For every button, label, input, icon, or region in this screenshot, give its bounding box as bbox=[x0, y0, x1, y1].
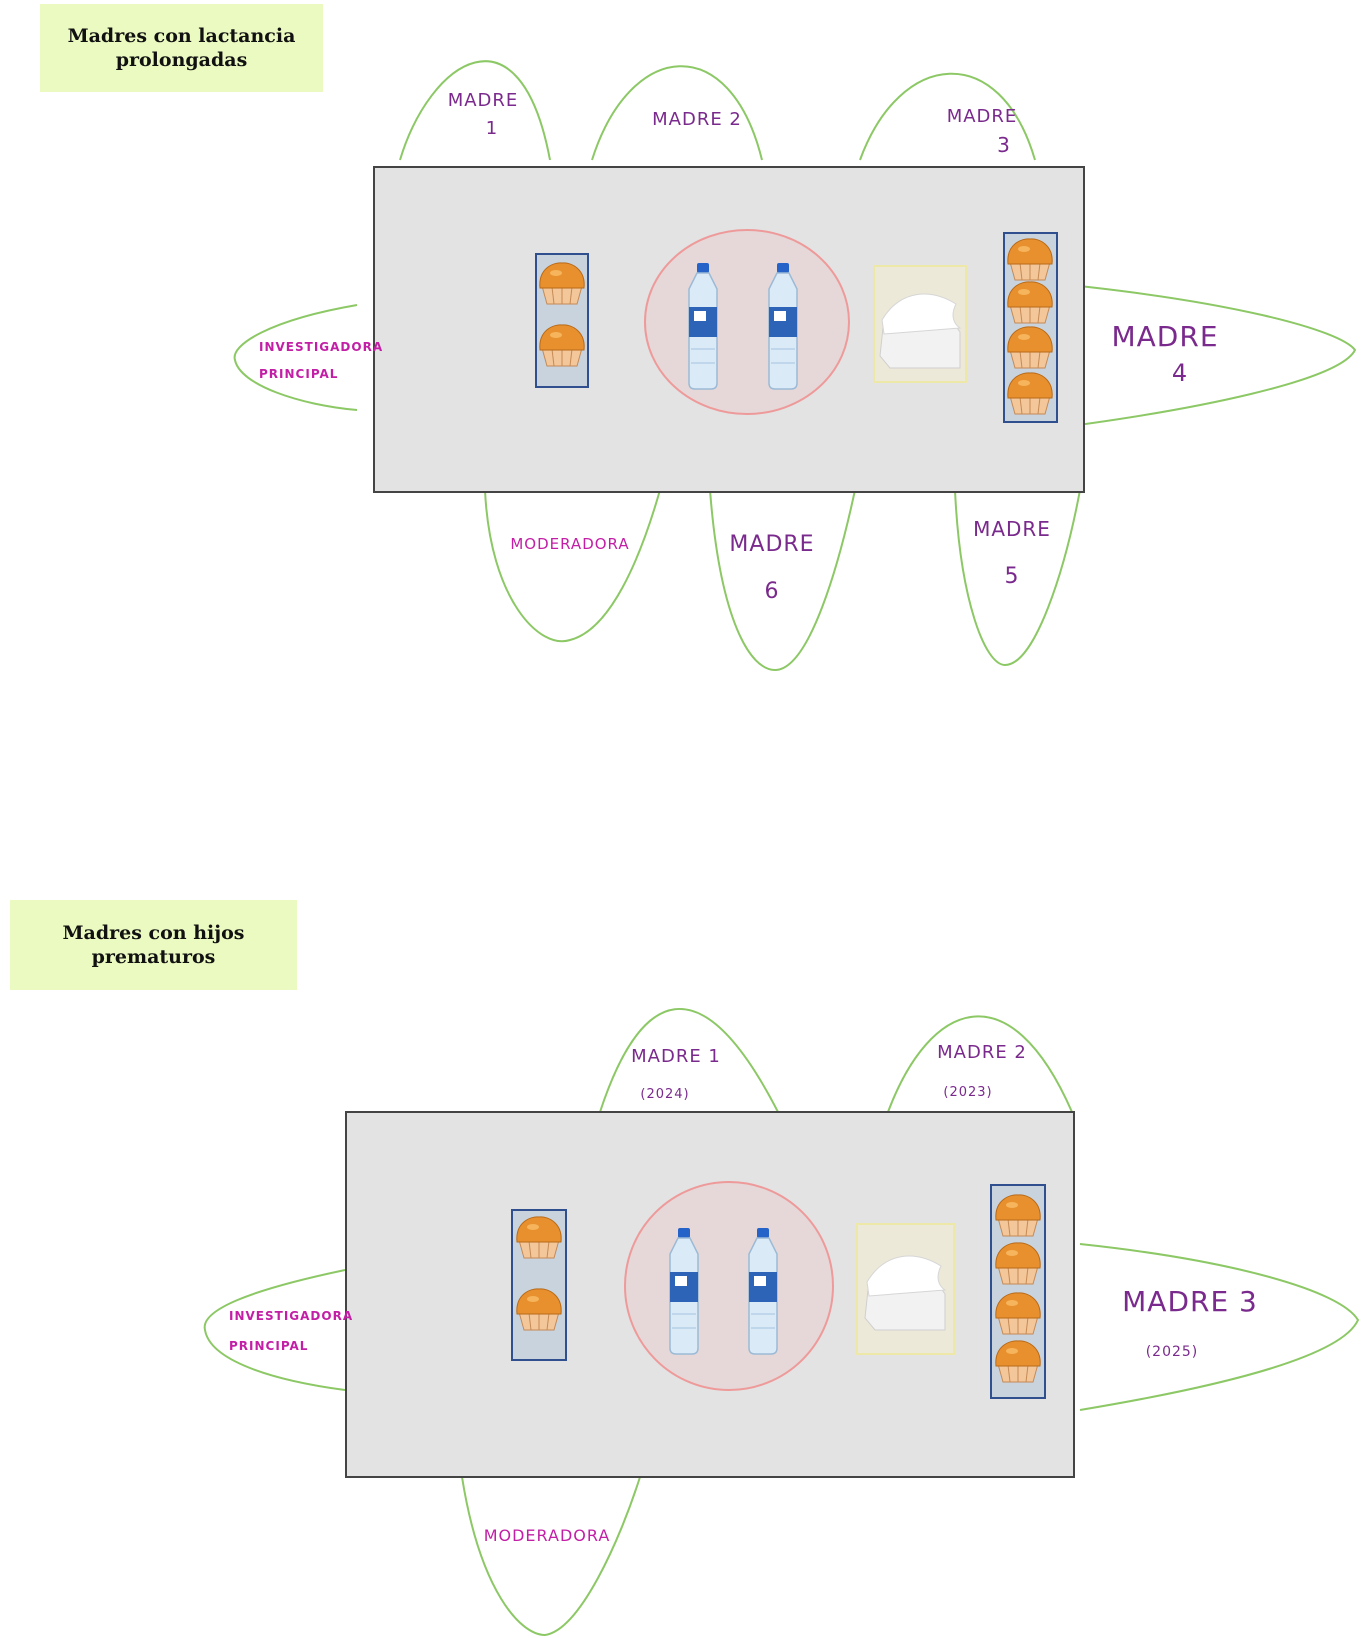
table-2: MADRE 1 (2024) MADRE 2 (2023) MADRE 3 (2… bbox=[203, 1008, 1360, 1637]
seat-label: 4 bbox=[1172, 359, 1188, 387]
seat-madre-6-outline bbox=[709, 489, 856, 672]
seat-madre-3-outline bbox=[859, 72, 1036, 161]
water-bottle-icon bbox=[768, 262, 798, 390]
table-1: MADRE 1 MADRE 2 MADRE 3 MADRE 4 INVESTIG… bbox=[233, 60, 1357, 672]
seat-label: 3 bbox=[997, 133, 1011, 157]
seat-label: MADRE bbox=[947, 106, 1018, 127]
seat-madre-5-outline bbox=[954, 489, 1081, 667]
seat-label: MODERADORA bbox=[510, 535, 629, 553]
table-2-title: Madres con hijos prematuros bbox=[10, 900, 297, 990]
seat-label: (2025) bbox=[1146, 1344, 1199, 1360]
seat-label: 6 bbox=[765, 579, 780, 604]
seat-madre-1-outline bbox=[399, 60, 551, 161]
seat-label: INVESTIGADORA bbox=[229, 1309, 353, 1323]
seat-madre-2-outline bbox=[887, 1015, 1073, 1113]
seat-label: PRINCIPAL bbox=[259, 367, 338, 381]
muffin-icon bbox=[516, 1288, 562, 1331]
table-2-water-area bbox=[624, 1181, 834, 1391]
muffin-icon bbox=[995, 1194, 1041, 1237]
water-bottle-icon bbox=[669, 1227, 699, 1355]
seat-investigadora-outline bbox=[233, 304, 358, 411]
seat-label: (2024) bbox=[640, 1087, 689, 1102]
seat-madre-3-outline bbox=[1079, 1243, 1360, 1411]
seat-label: INVESTIGADORA bbox=[259, 340, 383, 354]
seat-label: MADRE bbox=[729, 532, 814, 557]
water-bottle-icon bbox=[688, 262, 718, 390]
muffin-icon bbox=[1007, 326, 1053, 369]
seat-label: MADRE 2 bbox=[937, 1042, 1027, 1063]
water-bottle-icon bbox=[748, 1227, 778, 1355]
muffin-icon bbox=[516, 1216, 562, 1259]
seat-label: MADRE 2 bbox=[652, 109, 742, 130]
seat-label: (2023) bbox=[943, 1085, 992, 1100]
seat-label: MODERADORA bbox=[484, 1526, 611, 1545]
muffin-icon bbox=[995, 1340, 1041, 1383]
table-1-title: Madres con lactancia prolongadas bbox=[40, 4, 323, 92]
seat-label: 1 bbox=[486, 118, 498, 139]
seat-label: MADRE bbox=[1111, 320, 1218, 353]
seat-label: MADRE bbox=[973, 517, 1051, 541]
table-1-title-line2: prolongadas bbox=[115, 49, 248, 71]
seat-label: MADRE 3 bbox=[1122, 1285, 1258, 1318]
muffin-icon bbox=[995, 1242, 1041, 1285]
table-1-title-line1: Madres con lactancia bbox=[67, 25, 296, 47]
muffin-icon bbox=[539, 324, 585, 367]
muffin-icon bbox=[995, 1292, 1041, 1335]
seat-label: PRINCIPAL bbox=[229, 1339, 308, 1353]
seat-moderadora-outline bbox=[461, 1476, 641, 1637]
seat-label: 5 bbox=[1005, 564, 1020, 589]
muffin-icon bbox=[1007, 281, 1053, 324]
muffin-icon bbox=[1007, 238, 1053, 281]
seat-investigadora-outline bbox=[203, 1269, 346, 1391]
table-2-title-line2: prematuros bbox=[91, 946, 216, 968]
seat-moderadora-outline bbox=[484, 489, 661, 643]
table-1-water-area bbox=[644, 229, 850, 415]
seat-label: MADRE bbox=[448, 90, 519, 111]
muffin-icon bbox=[1007, 372, 1053, 415]
table-2-title-line1: Madres con hijos bbox=[62, 922, 245, 944]
muffin-icon bbox=[539, 262, 585, 305]
seat-madre-4-outline bbox=[1039, 281, 1357, 431]
seat-madre-1-outline bbox=[599, 1008, 779, 1113]
seat-madre-2-outline bbox=[591, 65, 763, 161]
seat-label: MADRE 1 bbox=[631, 1046, 721, 1067]
